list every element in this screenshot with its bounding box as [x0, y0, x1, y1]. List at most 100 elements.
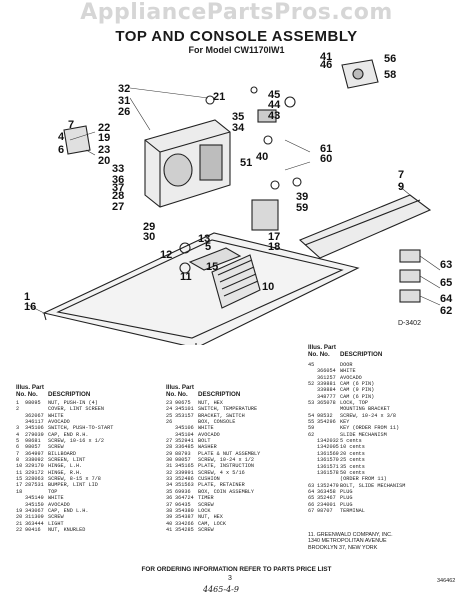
table-cell-part: 338092 — [25, 457, 44, 464]
svg-text:35: 35 — [232, 111, 244, 123]
table-cell-part: 234001 — [317, 501, 336, 508]
svg-text:58: 58 — [384, 69, 396, 81]
svg-text:12: 12 — [160, 249, 172, 261]
svg-text:59: 59 — [296, 202, 308, 214]
table-cell-no: 10 — [16, 463, 23, 470]
svg-text:20: 20 — [98, 155, 110, 167]
svg-text:6: 6 — [58, 144, 64, 156]
table2-no2: No. — [177, 391, 188, 398]
table-cell-part: 69936 — [175, 488, 191, 495]
svg-text:43: 43 — [268, 110, 280, 122]
svg-text:41: 41 — [320, 51, 332, 63]
table-cell-desc: SCREEN, LINT — [48, 457, 86, 464]
table-cell-no: 22 — [16, 526, 23, 533]
table-cell-part: 364724 — [175, 495, 194, 502]
table-cell-desc: BOX, COIN ASSEMBLY — [198, 488, 255, 495]
table-cell-no: 2 — [16, 406, 20, 413]
svg-text:33: 33 — [112, 163, 124, 175]
table-cell-desc: AVOCADO — [48, 419, 70, 426]
table-cell-part: 279039 — [25, 431, 44, 438]
table-cell-desc: 35 cents — [340, 463, 365, 470]
table-cell-no: 26 — [166, 419, 173, 426]
table-cell-part: 1352479 — [317, 482, 339, 489]
table-cell-no: 53 — [308, 400, 315, 407]
company-line: BROOKLYN 37, NEW YORK — [308, 544, 378, 551]
table-cell-part: 352941 — [175, 438, 194, 445]
table-cell-desc: MOUNTING BRACKET — [340, 406, 390, 413]
table1-header: Illus. Part No. No. DESCRIPTION — [16, 384, 90, 398]
svg-text:45: 45 — [268, 89, 280, 101]
table-cell-part: 90416 — [25, 526, 41, 533]
table-cell-desc: PLUG — [340, 488, 353, 495]
svg-text:36: 36 — [112, 174, 124, 186]
table-cell-no: 19 — [16, 507, 23, 514]
table-cell-desc: 20 cents — [340, 450, 365, 457]
svg-text:31: 31 — [118, 95, 130, 107]
table-cell-no: 67 — [308, 507, 315, 514]
table-cell-part: 352467 — [317, 495, 336, 502]
table-cell-desc: BRACKET, SWITCH — [198, 412, 245, 419]
switch-part — [63, 125, 91, 155]
table-cell-no: 38 — [166, 507, 173, 514]
table1-description: DESCRIPTION — [48, 391, 91, 398]
table-cell-part: 339991 — [175, 469, 194, 476]
table-row: 18 TOP — [16, 489, 113, 495]
diagram-code: D-3402 — [398, 320, 421, 327]
handwritten-note: 4465-4-9 — [203, 585, 239, 594]
table-cell-desc: 5 cents — [340, 438, 362, 445]
table-row: MOUNTING BRACKET — [308, 406, 405, 412]
table-cell-no: 5 — [16, 438, 20, 445]
svg-text:40: 40 — [256, 151, 268, 163]
table-cell-desc: SCREW — [48, 514, 64, 521]
table-cell-part: 348777 — [317, 393, 336, 400]
table-cell-no: 33 — [166, 476, 173, 483]
table-cell-desc: PLATE & NUT ASSEMBLY — [198, 450, 261, 457]
table-cell-desc: PLUG — [340, 495, 353, 502]
svg-text:39: 39 — [296, 191, 308, 203]
table-cell-no: 6 — [16, 444, 20, 451]
table-cell-no: 30 — [166, 457, 173, 464]
table3-no2: No. — [319, 351, 330, 358]
table-cell-desc: TOP — [48, 488, 58, 495]
table-cell-no: 59 — [308, 425, 315, 432]
table-cell-no: 52 — [308, 381, 315, 388]
table-cell-desc: AVOCADO — [198, 431, 220, 438]
table-row: (ORDER FROM 11) — [308, 476, 405, 482]
svg-text:5: 5 — [205, 241, 211, 253]
table-cell-part: 345149 — [25, 495, 44, 502]
table-cell-desc: 50 cents — [340, 469, 365, 476]
table-cell-desc: WHITE — [48, 412, 64, 419]
svg-text:17: 17 — [268, 231, 280, 243]
table-cell-part: 1361578 — [317, 469, 339, 476]
lint-screen — [211, 254, 261, 309]
table-cell-no: 11 — [16, 469, 23, 476]
table-cell-part: 90675 — [175, 400, 191, 406]
svg-text:19: 19 — [98, 132, 110, 144]
table-cell-desc: PLATE, RETAINER — [198, 482, 245, 489]
company-address: 11. GREENWALD COMPANY, INC. 1340 METROPO… — [308, 532, 393, 551]
table-cell-part: 354285 — [175, 526, 194, 533]
table2-description: DESCRIPTION — [198, 391, 241, 398]
table-cell-no: 18 — [16, 488, 23, 495]
table-cell-desc: LOCK — [198, 507, 211, 514]
table-cell-part: 98681 — [25, 438, 41, 445]
table-cell-desc: TIMER — [198, 495, 214, 502]
